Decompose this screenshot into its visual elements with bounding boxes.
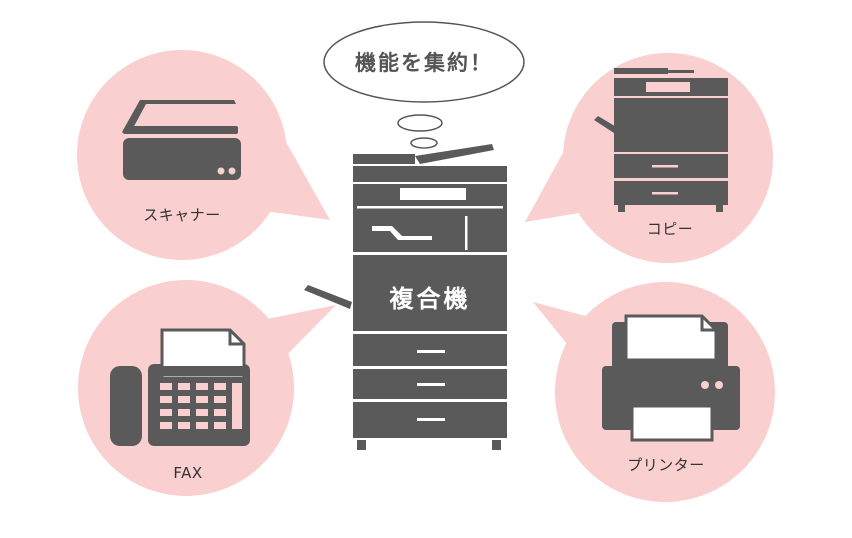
thought-bubble	[323, 21, 525, 149]
fax-icon	[110, 328, 250, 446]
copy-label: コピー	[646, 220, 694, 238]
scanner-icon	[122, 100, 241, 180]
multifunction-printer-icon	[304, 144, 507, 450]
fax-label: FAX	[173, 464, 203, 482]
printer-label: プリンター	[627, 456, 705, 474]
multifunction-printer-label: 複合機	[389, 285, 471, 313]
copier-icon	[594, 68, 728, 212]
thought-bubble-text: 機能を集約！	[355, 51, 493, 75]
printer-icon	[602, 314, 740, 442]
scanner-label: スキャナー	[143, 206, 221, 224]
